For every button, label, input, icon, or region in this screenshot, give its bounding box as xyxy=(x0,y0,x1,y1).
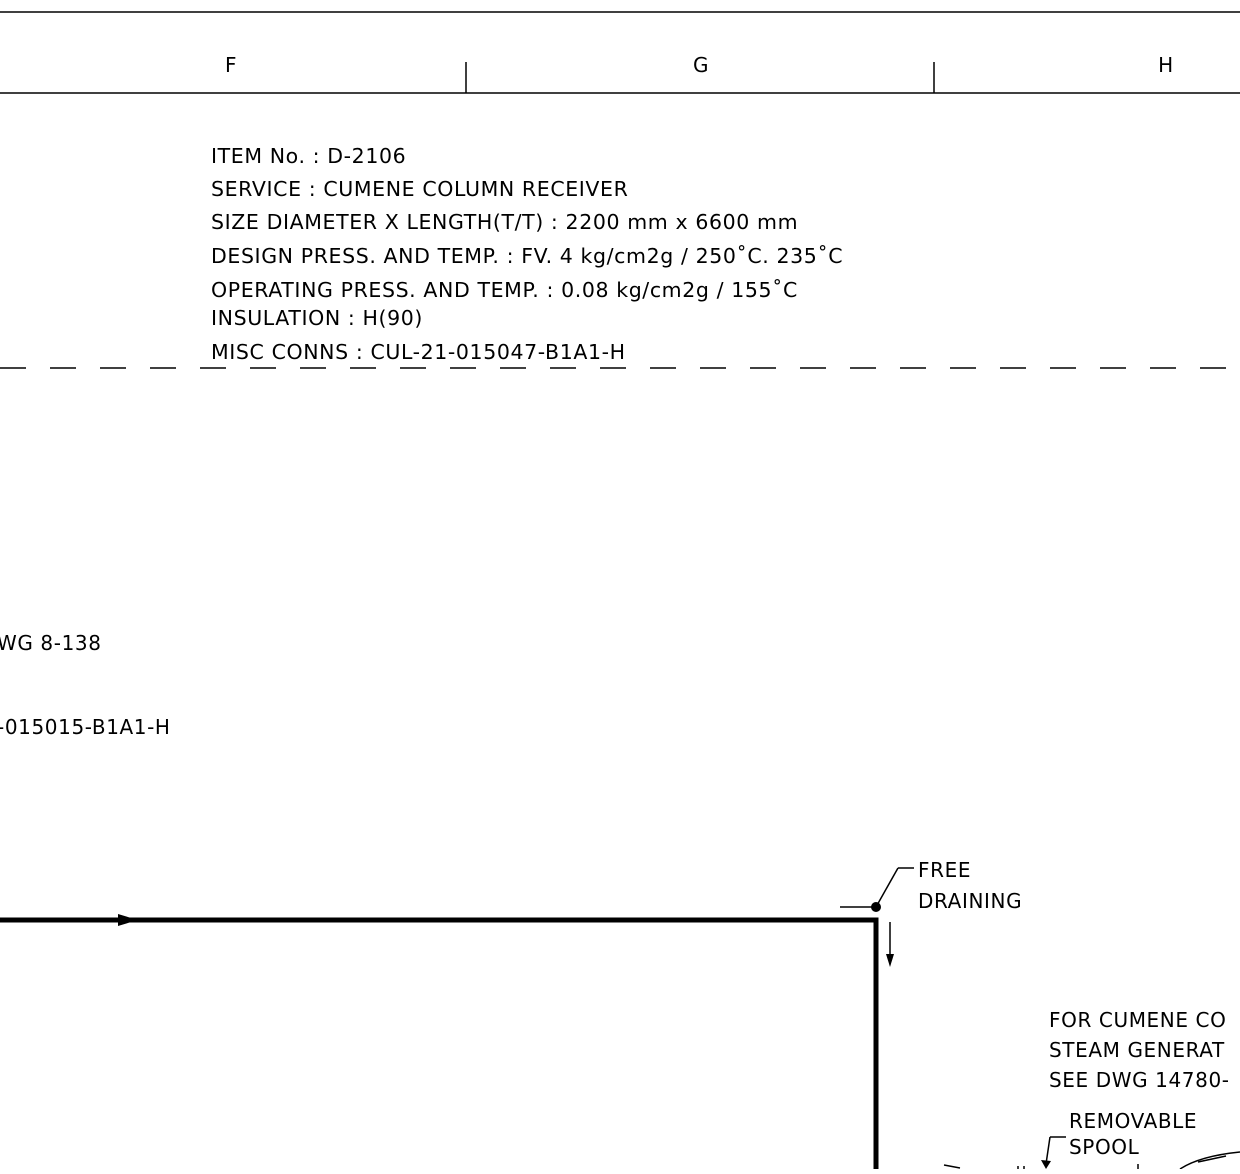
leader-arrow-icon xyxy=(1041,1160,1051,1169)
steam-generator-note: STEAM GENERAT xyxy=(1049,1038,1225,1062)
free-label: FREE xyxy=(918,858,971,882)
see-drawing-note: SEE DWG 14780- xyxy=(1049,1068,1230,1092)
design-conditions-text: DESIGN PRESS. AND TEMP. : FV. 4 kg/cm2g … xyxy=(211,244,843,268)
flow-direction-arrow-icon xyxy=(118,914,138,926)
spool-label: SPOOL xyxy=(1069,1135,1140,1159)
service-text: SERVICE : CUMENE COLUMN RECEIVER xyxy=(211,177,628,201)
misc-connections-text: MISC CONNS : CUL-21-015047-B1A1-H xyxy=(211,340,626,364)
equipment-data-block: ITEM No. : D-2106 SERVICE : CUMENE COLUM… xyxy=(211,144,843,364)
drawing-reference-text: WG 8-138 xyxy=(0,631,102,655)
free-draining-symbol xyxy=(840,867,914,967)
line-number-text: -015015-B1A1-H xyxy=(0,715,171,739)
cumene-column-note: FOR CUMENE CO xyxy=(1049,1008,1226,1032)
removable-label: REMOVABLE xyxy=(1069,1109,1197,1133)
item-number-text: ITEM No. : D-2106 xyxy=(211,144,406,168)
process-line xyxy=(0,914,879,1169)
draining-label: DRAINING xyxy=(918,889,1022,913)
insulation-text: INSULATION : H(90) xyxy=(211,306,423,330)
removable-spool-symbol xyxy=(943,1136,1240,1170)
zone-label-g: G xyxy=(693,53,709,77)
zone-label-f: F xyxy=(225,53,237,77)
zone-label-h: H xyxy=(1158,53,1174,77)
size-text: SIZE DIAMETER X LENGTH(T/T) : 2200 mm x … xyxy=(211,210,798,234)
operating-conditions-text: OPERATING PRESS. AND TEMP. : 0.08 kg/cm2… xyxy=(211,278,798,302)
slope-down-arrow-icon xyxy=(886,954,894,967)
